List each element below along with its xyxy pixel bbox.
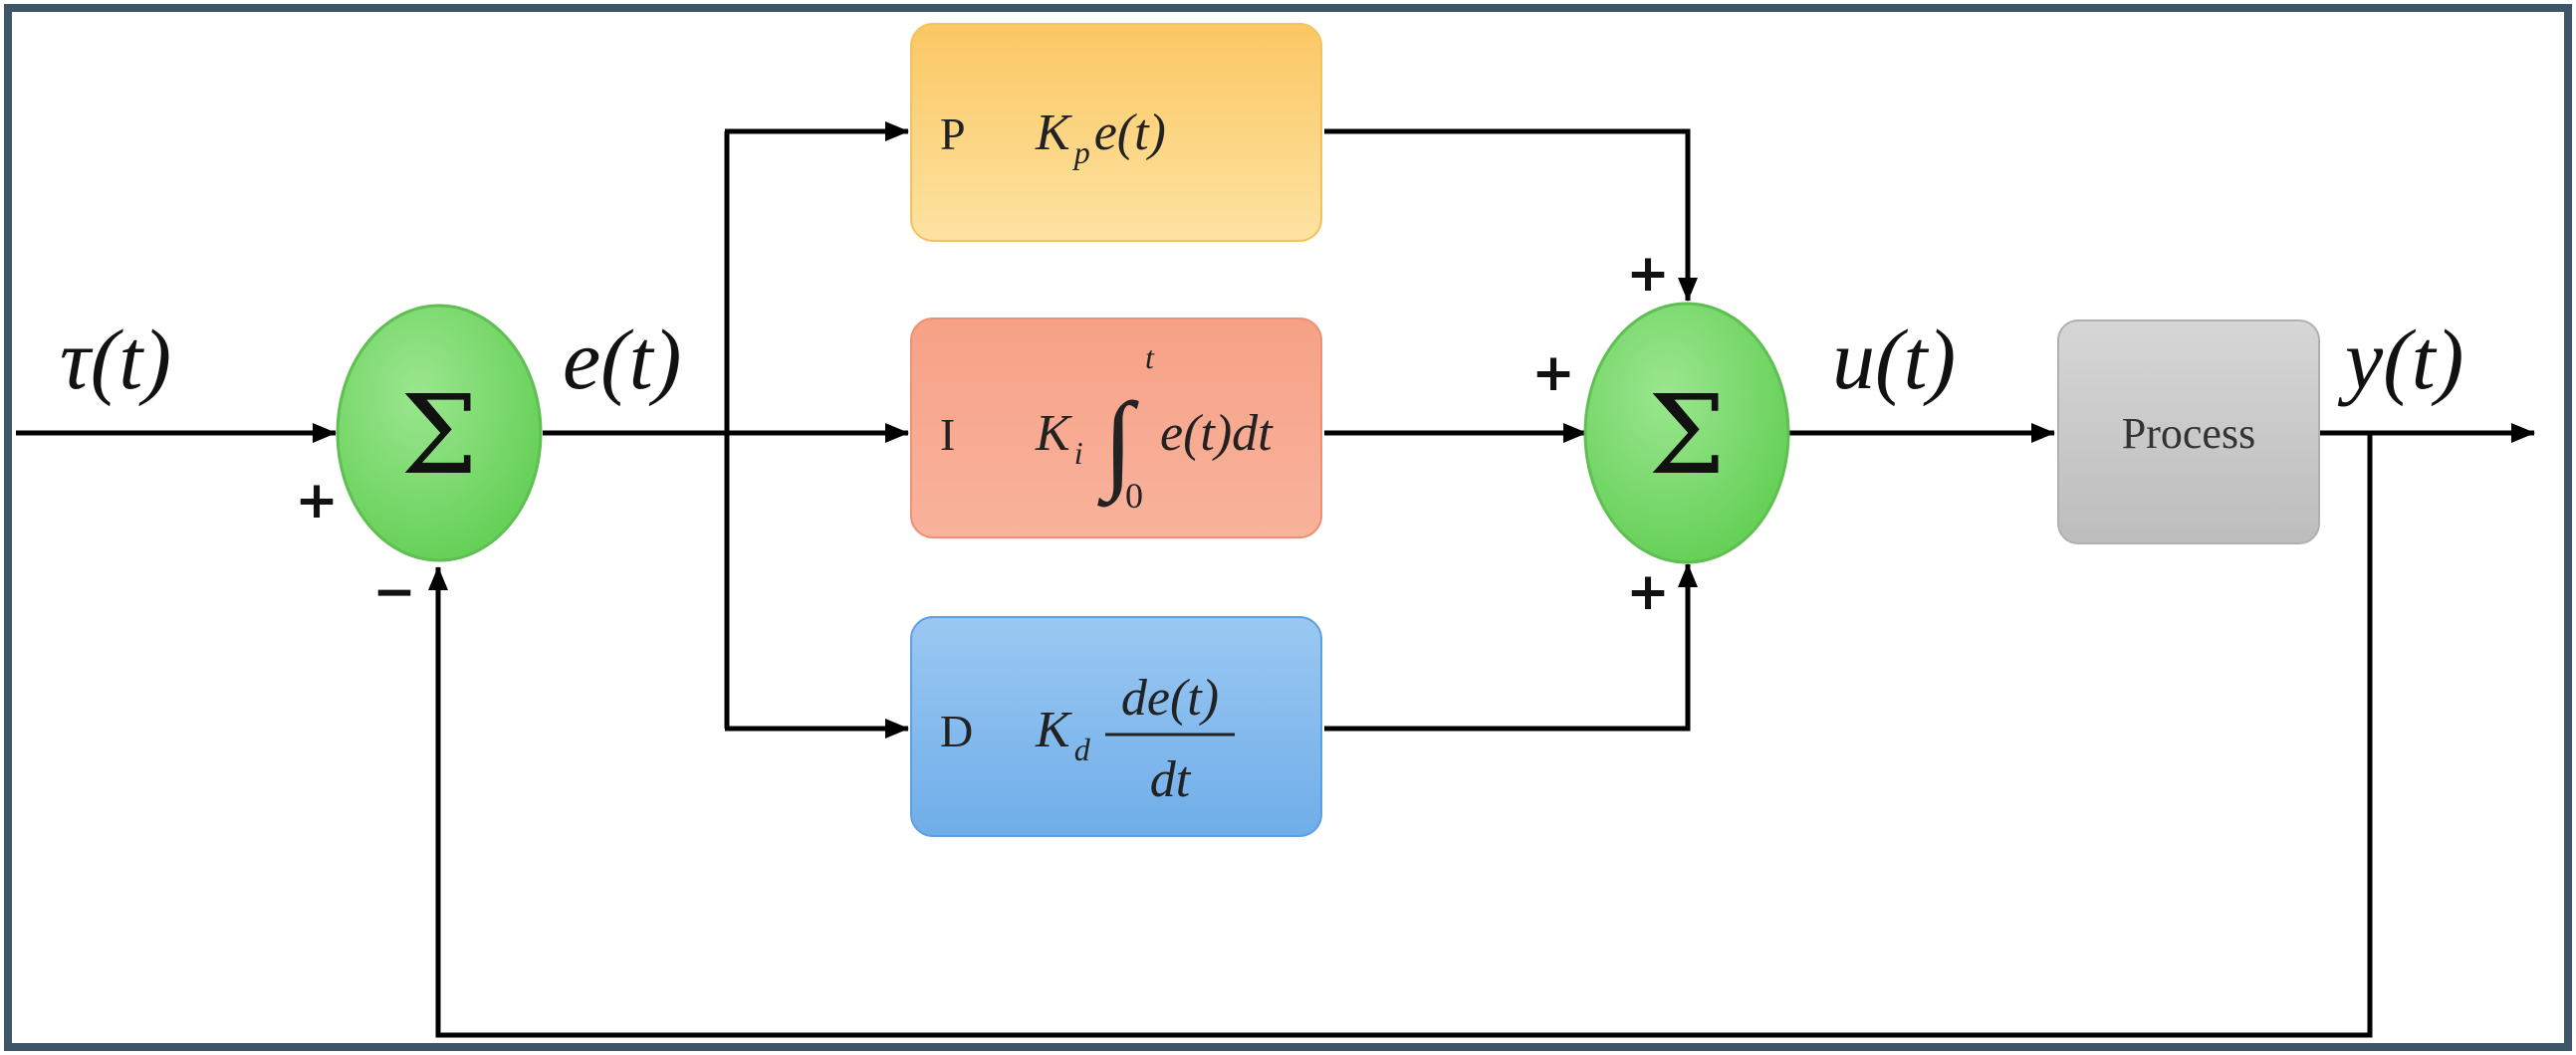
summer-2 <box>1583 302 1790 564</box>
output-signal-label: y(t) <box>2337 312 2463 407</box>
p-out-wire <box>1324 128 1698 302</box>
d-out-wire <box>1324 563 1698 732</box>
summer-1 <box>336 304 543 562</box>
d-gain-sub: d <box>1074 732 1091 767</box>
p-gain: K <box>1035 105 1072 161</box>
p-gain-sub: p <box>1072 134 1090 170</box>
d-block-gain: K d <box>1035 702 1091 767</box>
integral-lower-limit: 0 <box>1125 476 1143 516</box>
integral-sign: ∫ <box>1097 380 1139 508</box>
summer-1-plus-sign: + <box>295 471 339 530</box>
control-signal-label: u(t) <box>1832 312 1956 407</box>
d-block <box>910 616 1322 837</box>
i-block-letter: I <box>940 409 955 460</box>
reference-signal-label: τ(t) <box>60 312 171 407</box>
summer-2-left-plus-sign: + <box>1531 343 1575 403</box>
summer-2-bottom-plus-sign: + <box>1626 562 1670 622</box>
summer-2-symbol: Σ <box>1648 371 1726 499</box>
i-gain: K <box>1035 405 1072 462</box>
i-block-gain: K i <box>1035 405 1083 471</box>
p-block <box>910 23 1322 242</box>
process-block-label: Process <box>2122 409 2255 458</box>
integral-upper-limit: t <box>1145 339 1155 375</box>
d-numerator: de(t) <box>1121 670 1219 727</box>
i-term: e(t)dt <box>1160 405 1274 462</box>
i-gain-sub: i <box>1074 435 1083 471</box>
d-denominator: dt <box>1150 751 1192 808</box>
p-term: e(t) <box>1094 105 1166 161</box>
summer-2-top-plus-sign: + <box>1626 244 1670 304</box>
d-gain: K <box>1035 702 1072 758</box>
error-signal-label: e(t) <box>563 312 681 407</box>
feedback-wire <box>428 433 2373 1038</box>
p-block-formula: K p e(t) <box>1035 105 1166 170</box>
d-block-letter: D <box>940 706 973 756</box>
summer-1-symbol: Σ <box>400 371 478 499</box>
i-block <box>910 317 1322 538</box>
p-block-letter: P <box>940 108 966 159</box>
summer-1-minus-sign: − <box>372 562 416 622</box>
process-block <box>2057 319 2320 544</box>
